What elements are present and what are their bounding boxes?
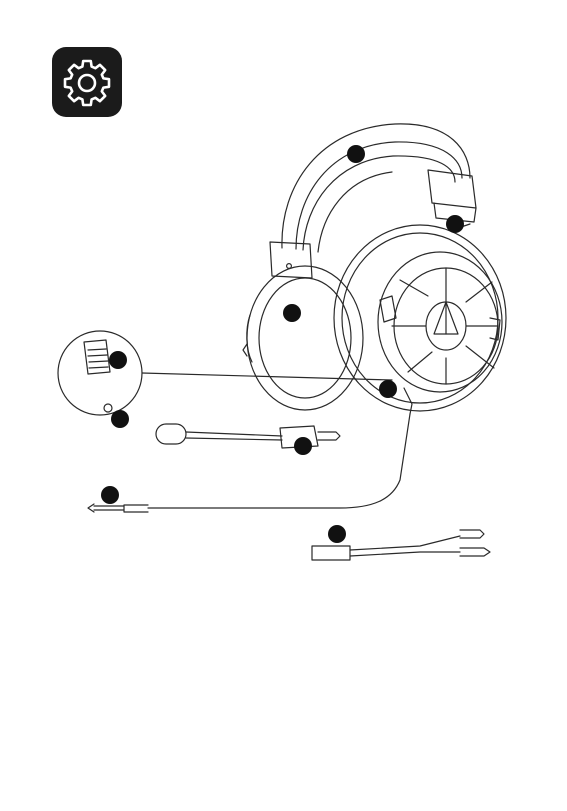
left-earcup <box>243 266 363 410</box>
callout-marker-ear-cushion <box>283 304 301 322</box>
left-yoke <box>270 242 312 278</box>
callout-marker-cable-connection <box>379 380 397 398</box>
detachable-microphone <box>156 424 340 448</box>
callout-marker-y-splitter <box>328 525 346 543</box>
main-cable <box>88 388 412 512</box>
right-earcup <box>334 225 506 411</box>
callout-marker-cable-plug <box>101 486 119 504</box>
callout-marker-microphone-port <box>111 410 129 428</box>
callout-marker-headband-slider <box>446 215 464 233</box>
callout-markers <box>101 145 464 543</box>
callout-marker-detachable-microphone <box>294 437 312 455</box>
headband <box>282 124 470 252</box>
callout-marker-headband <box>347 145 365 163</box>
callout-marker-volume-wheel <box>109 351 127 369</box>
